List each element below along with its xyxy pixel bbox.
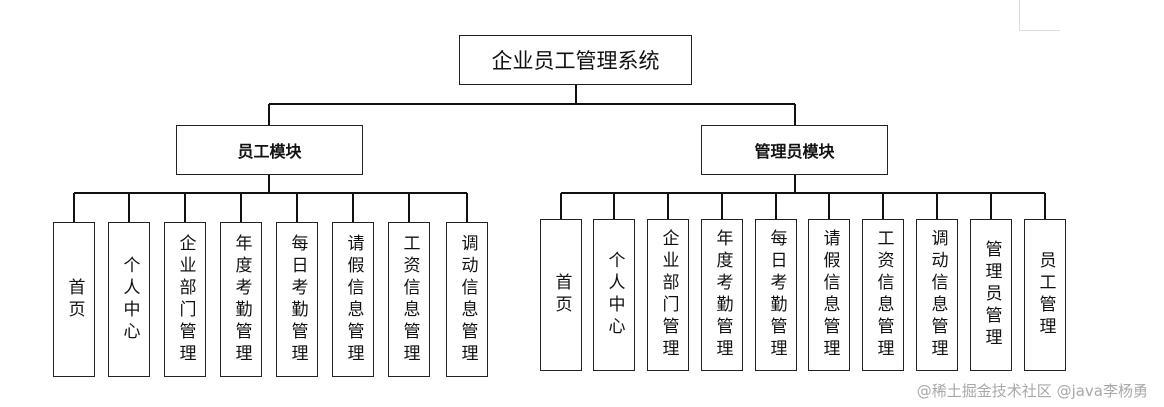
employee-leaf-node: 年度考勤管理 [220, 222, 262, 377]
admin-leaf-node: 员工管理 [1024, 219, 1066, 371]
employee-leaf-node: 请假信息管理 [332, 222, 374, 377]
window-corner-frame [1019, 0, 1060, 31]
employee-leaf-node: 每日考勤管理 [276, 222, 318, 377]
employee-leaf-node: 首页 [53, 222, 95, 377]
admin-leaf-node: 请假信息管理 [808, 219, 850, 371]
employee-leaf-node: 企业部门管理 [164, 222, 206, 377]
root-node: 企业员工管理系统 [459, 35, 692, 85]
admin-leaf-node: 企业部门管理 [647, 219, 689, 371]
admin-leaf-node: 管理员管理 [970, 219, 1012, 371]
admin-leaf-node: 个人中心 [593, 219, 635, 371]
admin-leaf-node: 每日考勤管理 [755, 219, 797, 371]
module-node-employee: 员工模块 [176, 125, 363, 175]
employee-leaf-node: 工资信息管理 [388, 222, 430, 377]
employee-leaf-node: 个人中心 [108, 222, 150, 377]
employee-leaf-node: 调动信息管理 [446, 222, 488, 377]
admin-leaf-node: 工资信息管理 [862, 219, 904, 371]
admin-leaf-node: 年度考勤管理 [701, 219, 743, 371]
module-node-admin: 管理员模块 [701, 125, 888, 175]
watermark-text: @稀土掘金技术社区 @java李杨勇 [916, 382, 1148, 400]
admin-leaf-node: 首页 [540, 219, 582, 371]
admin-leaf-node: 调动信息管理 [916, 219, 958, 371]
